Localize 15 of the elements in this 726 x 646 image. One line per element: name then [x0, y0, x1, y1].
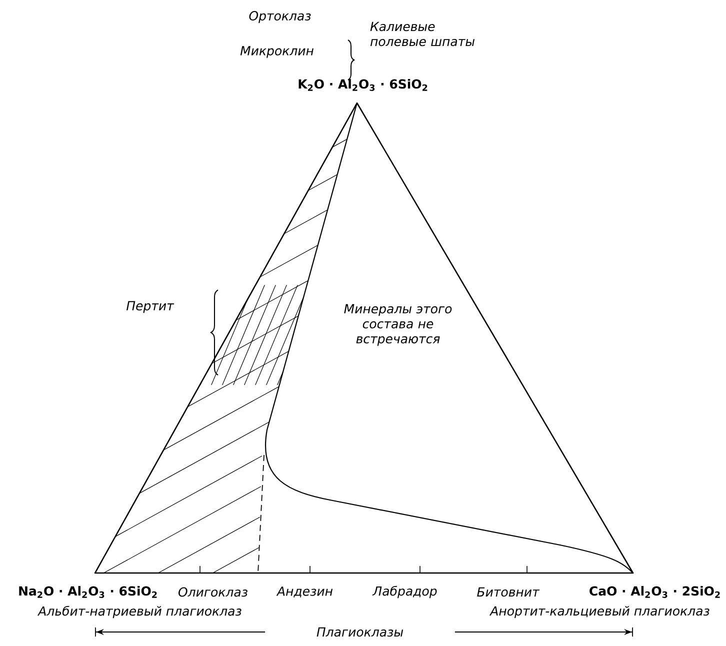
formula: Na$_{2}$O · Al$_{2}$O$_{3}$ · 6SiO$_{2}$ — [19, 586, 157, 598]
note: Минералы этого состава не встречаются — [344, 304, 452, 346]
mineral-name: Микроклин — [240, 46, 314, 58]
mineral-name: Анортит-кальциевый плагиоклаз — [489, 606, 710, 618]
mineral-name: Альбит-натриевый плагиоклаз — [37, 606, 242, 618]
mineral-name: Пертит — [126, 301, 174, 313]
group-name: Плагиоклазы — [316, 627, 404, 637]
mineral-name: Лабрадор — [372, 586, 437, 598]
mineral-name: Олигоклаз — [178, 587, 248, 597]
formula: K$_{2}$O · Al$_{2}$O$_{3}$ · 6SiO$_{2}$ — [298, 79, 428, 91]
group-name: Калиевые полевые шпаты — [370, 22, 475, 46]
formula: CaO · Al$_{2}$O$_{3}$ · 2SiO$_{2}$ — [590, 586, 720, 598]
mineral-name: Андезин — [276, 586, 333, 598]
mineral-name: Ортоклаз — [249, 11, 311, 23]
mineral-name: Битовнит — [477, 587, 540, 597]
